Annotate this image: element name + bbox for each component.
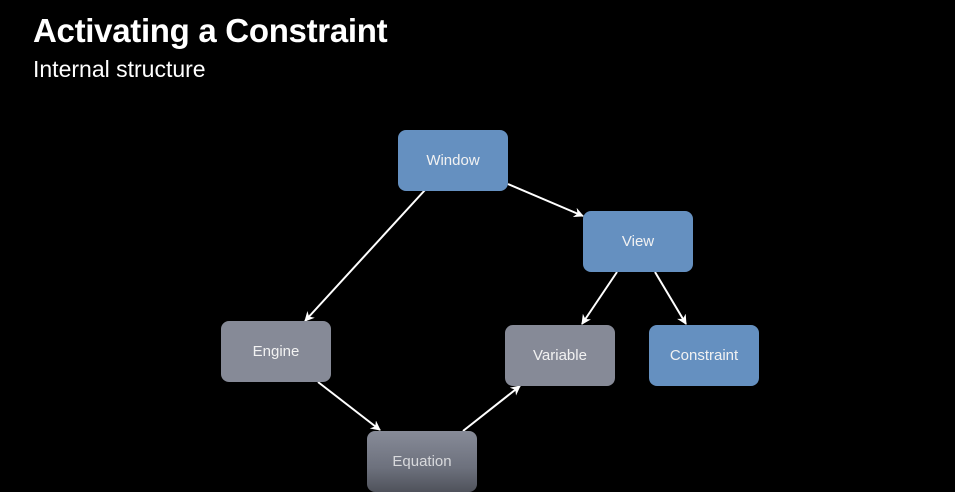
node-equation: Equation [367,431,477,492]
node-view: View [583,211,693,272]
node-view-label: View [621,233,655,250]
node-window-label: Window [426,152,480,169]
node-engine: Engine [221,321,331,382]
edge-engine-to-equation [317,381,381,431]
slide-subtitle: Internal structure [33,56,206,82]
edge-window-to-engine [304,189,426,322]
edge-window-to-view [507,183,584,218]
slide-title: Activating a Constraint [33,12,388,49]
node-constraint: Constraint [649,325,759,386]
edge-equation-to-variable [462,385,521,432]
node-variable-label: Variable [533,347,587,364]
edge-view-to-variable [581,271,618,325]
node-constraint-label: Constraint [669,347,739,364]
node-window: Window [398,130,508,191]
edge-view-to-constraint [654,271,687,325]
node-equation-label: Equation [392,453,452,470]
node-engine-label: Engine [252,343,300,360]
node-variable: Variable [505,325,615,386]
